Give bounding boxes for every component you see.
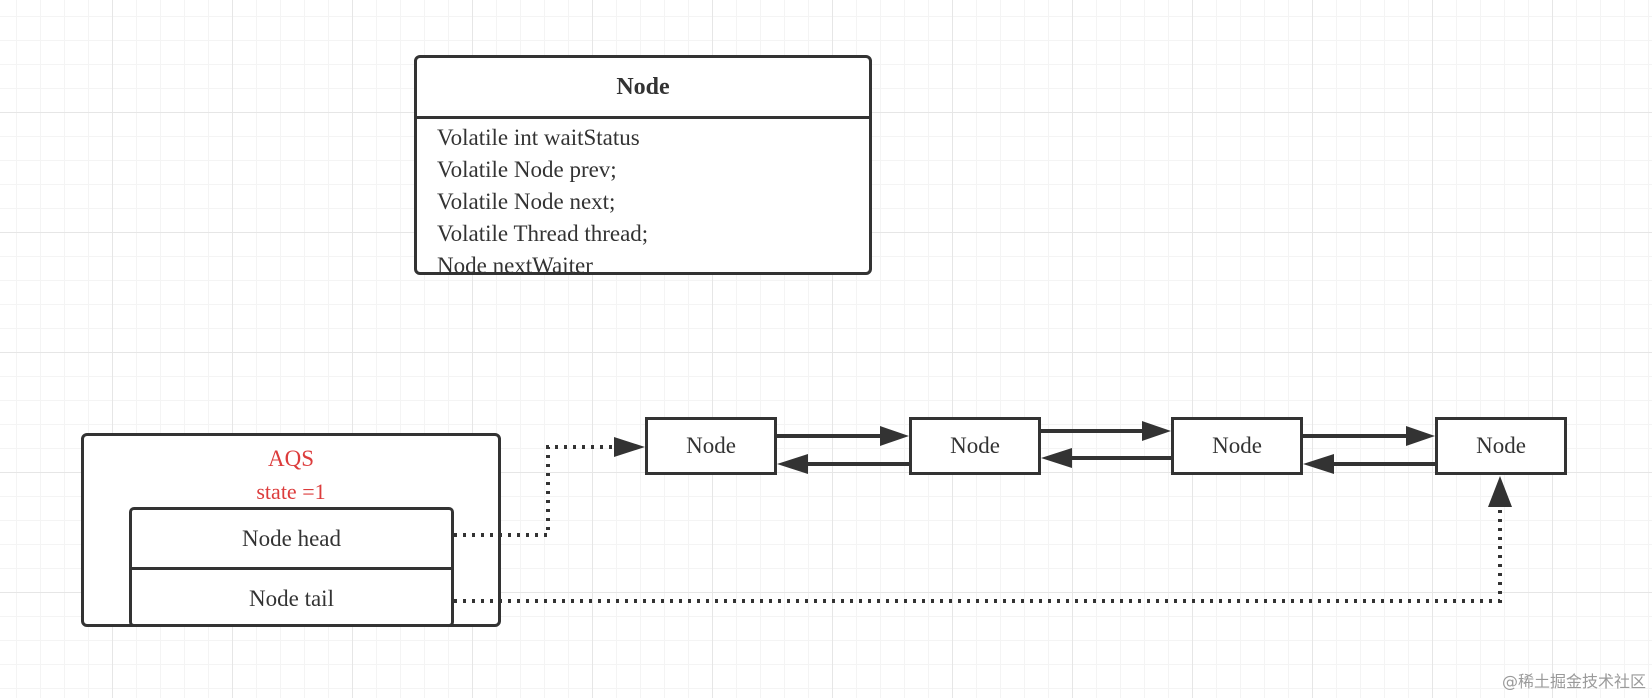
node-class-box: Node Volatile int waitStatus Volatile No…: [414, 55, 872, 275]
prev-arrowhead-3: [1303, 454, 1334, 474]
field-wait-status: Volatile int waitStatus: [437, 125, 640, 150]
aqs-box: AQS state =1 Node head Node tail: [81, 433, 501, 627]
next-arrowhead-2: [1142, 421, 1171, 441]
aqs-state: state =1: [256, 479, 326, 504]
prev-arrowhead-1: [777, 454, 808, 474]
field-thread: Volatile Thread thread;: [437, 221, 649, 246]
aqs-tail-field: Node tail: [249, 586, 334, 611]
node-class-title: Node: [417, 58, 869, 119]
field-next: Volatile Node next;: [437, 189, 616, 214]
queue-node-1: Node: [645, 417, 777, 475]
watermark: @稀土掘金技术社区: [1501, 672, 1646, 691]
tail-pointer-arrowhead: [1488, 476, 1512, 507]
queue-node-4: Node: [1435, 417, 1567, 475]
field-next-waiter: Node nextWaiter: [437, 253, 593, 275]
aqs-title: AQS: [267, 446, 314, 471]
head-pointer-arrowhead: [614, 437, 645, 457]
next-arrowhead-1: [880, 426, 909, 446]
prev-arrowhead-2: [1041, 448, 1072, 468]
queue-node-2: Node: [909, 417, 1041, 475]
next-arrowhead-3: [1406, 426, 1435, 446]
queue-node-3: Node: [1171, 417, 1303, 475]
aqs-head-field: Node head: [132, 510, 451, 570]
node-class-fields: Volatile int waitStatus Volatile Node pr…: [417, 119, 869, 275]
head-pointer-arrow: [454, 445, 612, 537]
tail-pointer-arrow: [454, 505, 1502, 603]
aqs-head-tail-box: Node head Node tail: [129, 507, 454, 627]
field-prev: Volatile Node prev;: [437, 157, 617, 182]
